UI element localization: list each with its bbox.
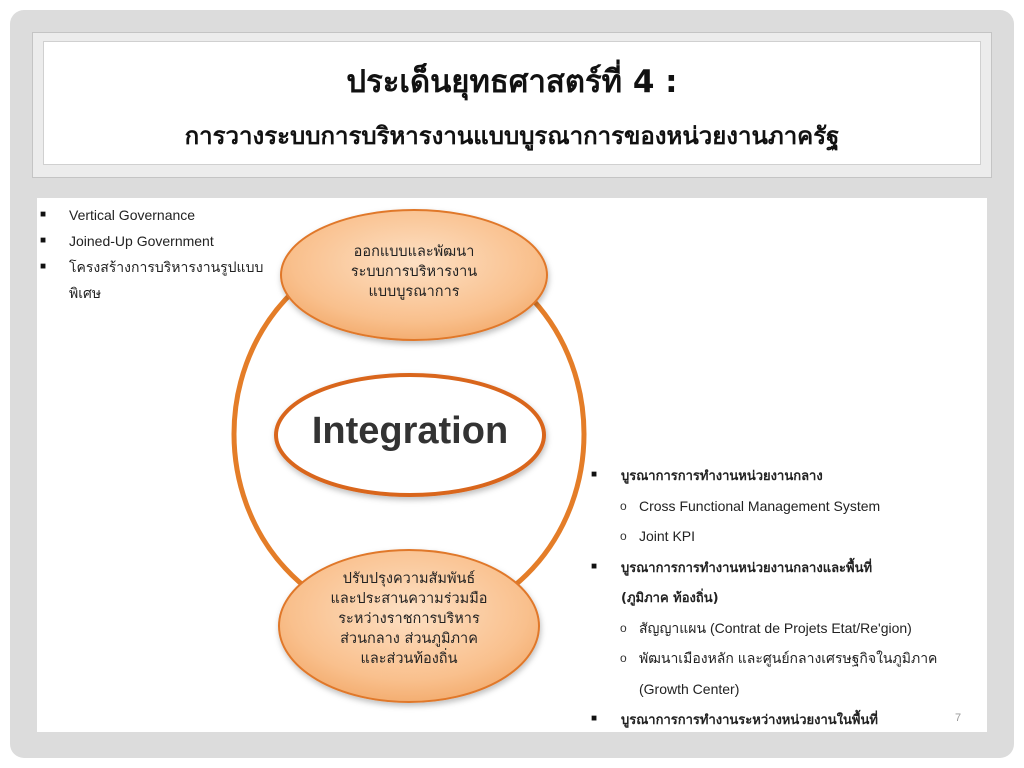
list-item-continuation: พิเศษ — [69, 285, 102, 301]
list-subitem-continuation: (Growth Center) — [587, 674, 987, 705]
list-item: ■ โครงสร้างการบริหารงานรูปแบบ — [37, 254, 287, 280]
list-item-continuation: (ภูมิภาค ท้องถิ่น) — [587, 582, 987, 613]
list-item: ■ บูรณาการการทำงานหน่วยงานกลางและพื้นที่ — [587, 552, 987, 583]
list-item: ■ บูรณาการการทำงานระหว่างหน่วยงานในพื้นที… — [587, 704, 987, 732]
slide-subtitle: การวางระบบการบริหารงานแบบบูรณาการของหน่ว… — [184, 122, 840, 150]
bullet-icon: ■ — [40, 209, 47, 220]
list-item-label: Vertical Governance — [69, 207, 196, 223]
top-bubble — [280, 209, 548, 341]
bottom-bubble-line: และประสานความร่วมมือ — [330, 591, 488, 607]
circle-bullet-icon: o — [620, 529, 627, 543]
top-bubble-line: ออกแบบและพัฒนา — [353, 244, 475, 260]
integration-oval — [274, 373, 546, 497]
bottom-bubble — [278, 549, 540, 703]
list-item-label: Joined-Up Government — [69, 233, 214, 249]
bottom-bubble-line: ส่วนกลาง ส่วนภูมิภาค — [340, 631, 478, 647]
title-panel: ประเด็นยุทธศาสตร์ที่ 4 : การวางระบบการบร… — [43, 41, 981, 165]
list-item: ■ Joined-Up Government — [37, 228, 287, 254]
list-item-label: โครงสร้างการบริหารงานรูปแบบ — [69, 259, 264, 275]
list-item-heading: บูรณาการการทำงานระหว่างหน่วยงานในพื้นที่ — [621, 713, 878, 728]
list-subitem-label: Joint KPI — [639, 528, 696, 544]
list-item-heading: บูรณาการการทำงานหน่วยงานกลางและพื้นที่ — [621, 560, 873, 576]
bullet-icon: ■ — [591, 560, 598, 572]
bullet-icon: ■ — [591, 469, 598, 480]
list-subitem-cont: (Growth Center) — [639, 680, 740, 697]
content-area: ■ Vertical Governance ■ Joined-Up Governme… — [37, 198, 987, 732]
slide-title: ประเด็นยุทธศาสตร์ที่ 4 : — [346, 64, 678, 100]
list-item-heading-cont: (ภูมิภาค ท้องถิ่น) — [621, 591, 719, 606]
top-bubble-line: แบบบูรณาการ — [368, 284, 460, 300]
bottom-bubble-text: ปรับปรุงความสัมพันธ์ และประสานความร่วมมื… — [294, 569, 524, 669]
slide-number: 7 — [955, 712, 962, 724]
list-subitem: o พัฒนาเมืองหลัก และศูนย์กลางเศรษฐกิจในภู… — [587, 643, 987, 674]
circle-bullet-icon: o — [620, 651, 627, 665]
list-subitem: o Cross Functional Management System — [587, 491, 987, 522]
list-subitem-label: พัฒนาเมืองหลัก และศูนย์กลางเศรษฐกิจในภูม… — [639, 650, 938, 666]
bottom-bubble-line: และส่วนท้องถิ่น — [360, 651, 458, 667]
list-item-heading: บูรณาการการทำงานหน่วยงานกลาง — [621, 469, 823, 484]
list-subitem-label: Cross Functional Management System — [639, 497, 881, 514]
list-subitem: o สัญญาแผน (Contrat de Projets Etat/Re'gi… — [587, 613, 987, 644]
bullet-icon: ■ — [40, 261, 47, 272]
top-bubble-line: ระบบการบริหารงาน — [350, 264, 478, 280]
integration-diagram — [231, 209, 587, 703]
bottom-bubble-line: ปรับปรุงความสัมพันธ์ — [342, 571, 476, 587]
circle-bullet-icon: o — [620, 620, 627, 635]
bottom-bubble-line: ระหว่างราชการบริหาร — [338, 611, 480, 627]
left-bullet-list: ■ Vertical Governance ■ Joined-Up Governme… — [37, 202, 287, 306]
integration-label: Integration — [311, 410, 509, 452]
circle-bullet-icon: o — [620, 498, 627, 513]
title-box: ประเด็นยุทธศาสตร์ที่ 4 : การวางระบบการบร… — [32, 32, 992, 178]
top-bubble-text: ออกแบบและพัฒนา ระบบการบริหารงาน แบบบูรณา… — [299, 242, 529, 302]
bullet-icon: ■ — [40, 235, 47, 246]
list-subitem-label: สัญญาแผน (Contrat de Projets Etat/Re'gio… — [639, 619, 912, 636]
list-subitem: o Joint KPI — [587, 521, 987, 552]
right-bullet-list: ■ บูรณาการการทำงานหน่วยงานกลาง o Cross Fun… — [587, 460, 987, 732]
bullet-icon: ■ — [591, 713, 598, 724]
list-item: ■ Vertical Governance — [37, 202, 287, 228]
list-item: ■ บูรณาการการทำงานหน่วยงานกลาง — [587, 460, 987, 491]
